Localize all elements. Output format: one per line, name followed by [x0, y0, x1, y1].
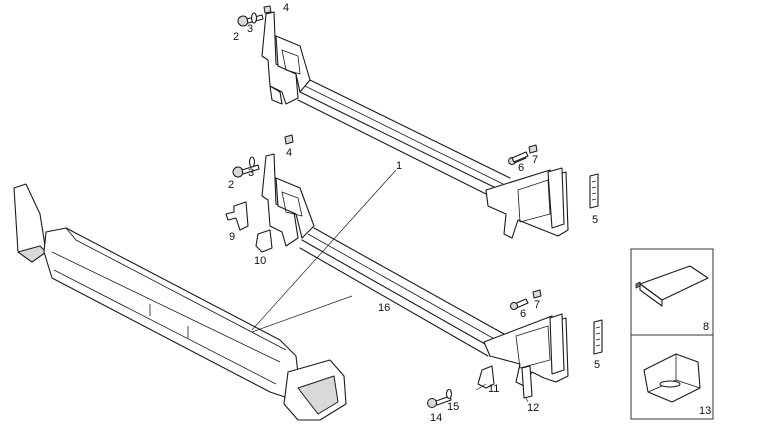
callout-12: 12: [527, 402, 539, 414]
bolt-6-mid: [511, 151, 529, 163]
pad-8: [635, 265, 709, 307]
callout-7: 7: [534, 299, 540, 311]
callout-5: 5: [592, 214, 598, 226]
upper-bumper-carrier: [261, 11, 569, 239]
callout-labels: 1 2 2 3 3 4 4 5 5 6 6 7 7 8 9 10 11 12 1…: [228, 2, 711, 424]
front-bumper-cover: [13, 183, 347, 421]
bracket-9: [225, 201, 249, 231]
callout-14: 14: [430, 412, 442, 424]
callout-16: 16: [378, 302, 390, 314]
callout-4: 4: [286, 147, 292, 159]
angle-bracket-13: [643, 353, 701, 403]
nut-4-upper: [263, 5, 272, 14]
bracket-11: [477, 365, 495, 389]
callout-6: 6: [518, 162, 524, 174]
callout-2: 2: [233, 31, 239, 43]
callout-6: 6: [520, 308, 526, 320]
callout-3: 3: [248, 167, 254, 179]
callout-1: 1: [396, 160, 402, 172]
callout-13: 13: [699, 405, 711, 417]
callout-3: 3: [247, 23, 253, 35]
callout-4: 4: [283, 2, 289, 14]
plate-5-upper: [589, 173, 599, 209]
callout-leaders: [475, 383, 529, 403]
callout-15: 15: [447, 401, 459, 413]
nut-7-upper: [528, 144, 538, 154]
nut-7-lower: [532, 289, 542, 299]
washer-15: [445, 388, 453, 400]
callout-10: 10: [254, 255, 266, 267]
callout-7: 7: [532, 154, 538, 166]
plate-5-lower: [593, 319, 603, 355]
bracket-10: [255, 229, 273, 253]
nut-4-lower: [284, 134, 294, 145]
bolt-6-lower: [510, 298, 529, 310]
bolt-2-lower: [232, 164, 260, 178]
bracket-12: [521, 365, 533, 399]
washer-3-upper: [250, 12, 258, 24]
lower-bumper-carrier: [261, 153, 569, 387]
callout-2: 2: [228, 179, 234, 191]
callout-9: 9: [229, 231, 235, 243]
washer-3-lower: [248, 156, 256, 168]
callout-8: 8: [703, 321, 709, 333]
callout-11: 11: [488, 383, 499, 395]
callout-5: 5: [594, 359, 600, 371]
